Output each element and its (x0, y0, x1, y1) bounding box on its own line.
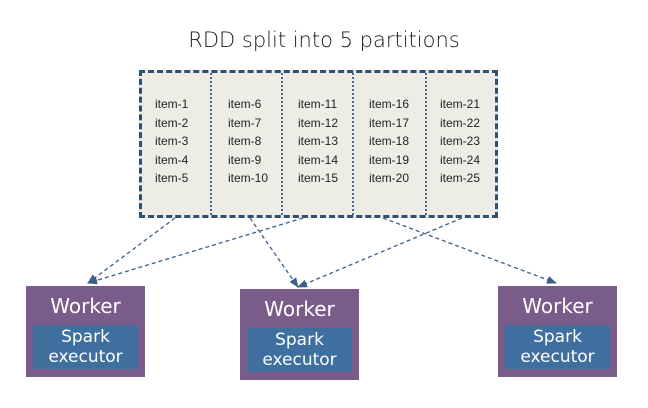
worker-node-2: Worker Spark executor (240, 289, 359, 380)
partition-item: item-5 (155, 171, 189, 185)
partition-item: item-8 (228, 134, 262, 148)
arrow-partition2-to-worker2 (249, 217, 299, 288)
executor-label-line1: Spark (275, 330, 324, 350)
partition-3: item-11 item-12 item-13 item-14 item-15 (298, 95, 338, 188)
partition-item: item-23 (440, 134, 481, 148)
partition-item: item-4 (155, 152, 189, 167)
arrow-partition4-to-worker3 (382, 217, 557, 284)
partition-item: item-11 (298, 97, 338, 111)
partition-divider (425, 73, 427, 215)
arrow-partition5-to-worker2 (297, 217, 463, 288)
partition-item: item-20 (369, 171, 410, 185)
partition-divider (352, 73, 354, 215)
partition-item: item-25 (440, 171, 481, 185)
partition-item: item-22 (440, 115, 481, 130)
spark-executor: Spark executor (33, 325, 138, 369)
executor-label-line2: executor (48, 347, 123, 367)
executor-label-line1: Spark (533, 327, 582, 347)
partition-item: item-1 (155, 97, 189, 111)
worker-node-1: Worker Spark executor (26, 286, 145, 377)
partition-item: item-13 (298, 134, 339, 148)
diagram-title: RDD split into 5 partitions (188, 28, 460, 52)
partition-1: item-1 item-2 item-3 item-4 item-5 (155, 95, 188, 188)
partition-2: item-6 item-7 item-8 item-9 item-10 (228, 95, 268, 188)
executor-label-line2: executor (520, 347, 595, 367)
partition-item: item-16 (369, 97, 410, 111)
worker-label: Worker (264, 297, 335, 321)
partition-divider (210, 73, 212, 215)
partition-item: item-21 (440, 97, 481, 111)
partition-item: item-3 (155, 134, 189, 148)
executor-label-line2: executor (262, 350, 337, 370)
partition-item: item-10 (228, 171, 269, 185)
worker-label: Worker (522, 294, 593, 318)
partition-item: item-2 (155, 115, 189, 130)
worker-label: Worker (50, 294, 121, 318)
partition-4: item-16 item-17 item-18 item-19 item-20 (369, 95, 409, 188)
partition-item: item-19 (369, 152, 410, 167)
partition-item: item-17 (369, 115, 410, 130)
partition-item: item-15 (298, 171, 339, 185)
partition-item: item-7 (228, 115, 262, 130)
worker-node-3: Worker Spark executor (498, 286, 617, 377)
partition-item: item-14 (298, 152, 339, 167)
partition-divider (281, 73, 283, 215)
executor-label-line1: Spark (61, 327, 110, 347)
spark-executor: Spark executor (247, 328, 352, 372)
partition-item: item-12 (298, 115, 339, 130)
spark-executor: Spark executor (505, 325, 610, 369)
partition-item: item-6 (228, 97, 262, 111)
partition-5: item-21 item-22 item-23 item-24 item-25 (440, 95, 480, 188)
arrow-partition3-to-worker1 (87, 217, 304, 285)
partition-item: item-9 (228, 152, 262, 167)
arrow-partition1-to-worker1 (87, 217, 176, 284)
partition-item: item-24 (440, 152, 481, 167)
partition-item: item-18 (369, 134, 410, 148)
rdd-box: item-1 item-2 item-3 item-4 item-5 item-… (139, 70, 498, 218)
